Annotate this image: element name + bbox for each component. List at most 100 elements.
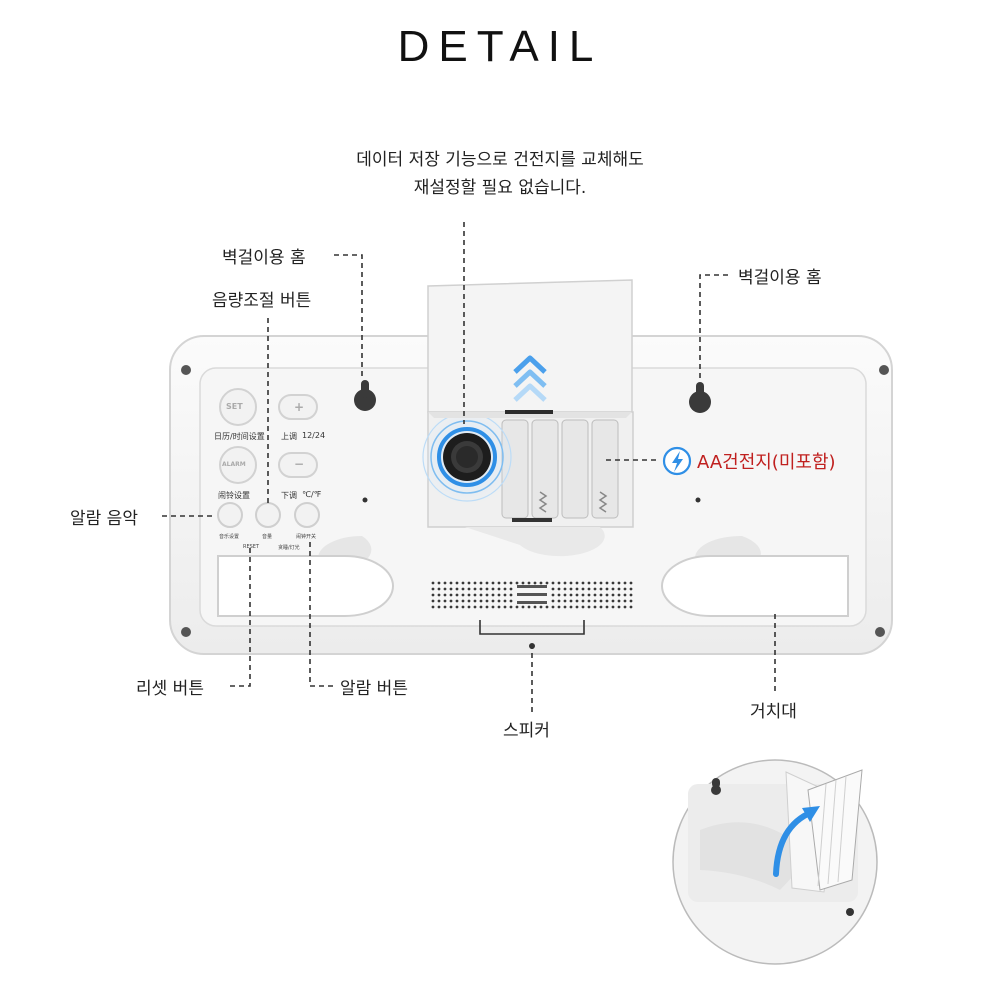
label-alarm-button: 알람 버튼 bbox=[340, 679, 408, 699]
speaker-hole bbox=[503, 587, 507, 591]
speaker-hole bbox=[461, 605, 465, 609]
speaker-hole bbox=[509, 605, 513, 609]
speaker-hole bbox=[575, 605, 579, 609]
speaker-hole bbox=[629, 581, 633, 585]
speaker-hole bbox=[485, 605, 489, 609]
speaker-grille bbox=[431, 581, 633, 609]
speaker-hole bbox=[431, 593, 435, 597]
speaker-hole bbox=[515, 605, 519, 609]
speaker-hole bbox=[479, 605, 483, 609]
speaker-hole bbox=[557, 593, 561, 597]
minus-button bbox=[278, 452, 318, 478]
speaker-hole bbox=[443, 587, 447, 591]
speaker-hole bbox=[605, 587, 609, 591]
page-title: DETAIL bbox=[397, 22, 603, 71]
speaker-hole bbox=[581, 593, 585, 597]
speaker-hole bbox=[473, 599, 477, 603]
speaker-hole bbox=[431, 599, 435, 603]
speaker-hole bbox=[551, 599, 555, 603]
speaker-hole bbox=[581, 605, 585, 609]
speaker-hole bbox=[467, 593, 471, 597]
speaker-hole bbox=[587, 599, 591, 603]
speaker-hole bbox=[437, 605, 441, 609]
speaker-hole bbox=[587, 587, 591, 591]
alarm-switch-button bbox=[294, 502, 320, 528]
label-aa-battery: AA건전지(미포함) bbox=[697, 452, 836, 473]
speaker-hole bbox=[587, 593, 591, 597]
speaker-hole bbox=[599, 599, 603, 603]
speaker-hole bbox=[575, 593, 579, 597]
speaker-hole bbox=[509, 593, 513, 597]
speaker-hole bbox=[509, 599, 513, 603]
speaker-hole bbox=[521, 581, 525, 585]
plus-button-label: + bbox=[294, 400, 305, 414]
speaker-hole bbox=[629, 587, 633, 591]
speaker-hole bbox=[623, 605, 627, 609]
speaker-hole bbox=[497, 593, 501, 597]
speaker-hole bbox=[461, 599, 465, 603]
speaker-hole bbox=[509, 587, 513, 591]
speaker-hole bbox=[443, 581, 447, 585]
speaker-hole bbox=[497, 605, 501, 609]
ring-setting-label: 闹铃设置 bbox=[218, 491, 250, 500]
speaker-hole bbox=[557, 581, 561, 585]
alarm-music-button bbox=[217, 502, 243, 528]
speaker-hole bbox=[443, 605, 447, 609]
speaker-hole bbox=[611, 605, 615, 609]
music-setting-label: 音乐设置 bbox=[219, 534, 240, 540]
speaker-hole bbox=[491, 599, 495, 603]
speaker-hole bbox=[617, 593, 621, 597]
speaker-hole bbox=[545, 581, 549, 585]
battery-lightning-icon bbox=[662, 446, 692, 476]
speaker-hole bbox=[503, 581, 507, 585]
speaker-hole bbox=[449, 581, 453, 585]
speaker-hole bbox=[551, 587, 555, 591]
speaker-hole bbox=[569, 593, 573, 597]
leader-wall-right bbox=[699, 274, 728, 381]
speaker-hole bbox=[473, 605, 477, 609]
speaker-hole bbox=[485, 587, 489, 591]
label-stand: 거치대 bbox=[750, 702, 797, 722]
celsius-fahrenheit-label: ℃/℉ bbox=[302, 490, 322, 499]
note-line-1: 데이터 저장 기능으로 건전지를 교체해도 bbox=[356, 150, 644, 170]
speaker-hole bbox=[539, 605, 543, 609]
set-button-label: SET bbox=[226, 402, 243, 411]
speaker-hole bbox=[581, 587, 585, 591]
speaker-hole bbox=[605, 581, 609, 585]
speaker-hole bbox=[563, 587, 567, 591]
stand-inset-detail bbox=[672, 759, 878, 965]
snooze-print-label: 贪睡/灯光 bbox=[278, 545, 300, 551]
speaker-hole bbox=[491, 605, 495, 609]
speaker-hole bbox=[611, 599, 615, 603]
date-time-label: 日历/时间设置 bbox=[214, 432, 265, 441]
leader-reset bbox=[230, 548, 251, 687]
speaker-hole bbox=[593, 593, 597, 597]
alarm-switch-label: 闹钟开关 bbox=[296, 534, 317, 540]
speaker-hole bbox=[431, 587, 435, 591]
note-line-2: 재설정할 필요 없습니다. bbox=[413, 178, 587, 198]
speaker-hole bbox=[563, 599, 567, 603]
speaker-hole bbox=[527, 605, 531, 609]
plus-button bbox=[278, 394, 318, 420]
speaker-hole bbox=[431, 581, 435, 585]
speaker-hole bbox=[617, 599, 621, 603]
speaker-hole bbox=[467, 599, 471, 603]
speaker-hole bbox=[623, 593, 627, 597]
battery-memory-note: 데이터 저장 기능으로 건전지를 교체해도 재설정할 필요 없습니다. bbox=[250, 146, 750, 202]
speaker-hole bbox=[461, 587, 465, 591]
speaker-hole bbox=[479, 581, 483, 585]
speaker-hole bbox=[497, 599, 501, 603]
speaker-hole bbox=[617, 587, 621, 591]
speaker-hole bbox=[575, 581, 579, 585]
speaker-hole bbox=[569, 605, 573, 609]
speaker-hole bbox=[467, 605, 471, 609]
label-alarm-music: 알람 음악 bbox=[70, 509, 138, 529]
speaker-hole bbox=[593, 605, 597, 609]
speaker-hole bbox=[455, 581, 459, 585]
speaker-hole bbox=[443, 593, 447, 597]
speaker-hole bbox=[503, 599, 507, 603]
speaker-hole bbox=[533, 605, 537, 609]
stand-slot-right bbox=[661, 555, 849, 617]
speaker-hole bbox=[515, 581, 519, 585]
